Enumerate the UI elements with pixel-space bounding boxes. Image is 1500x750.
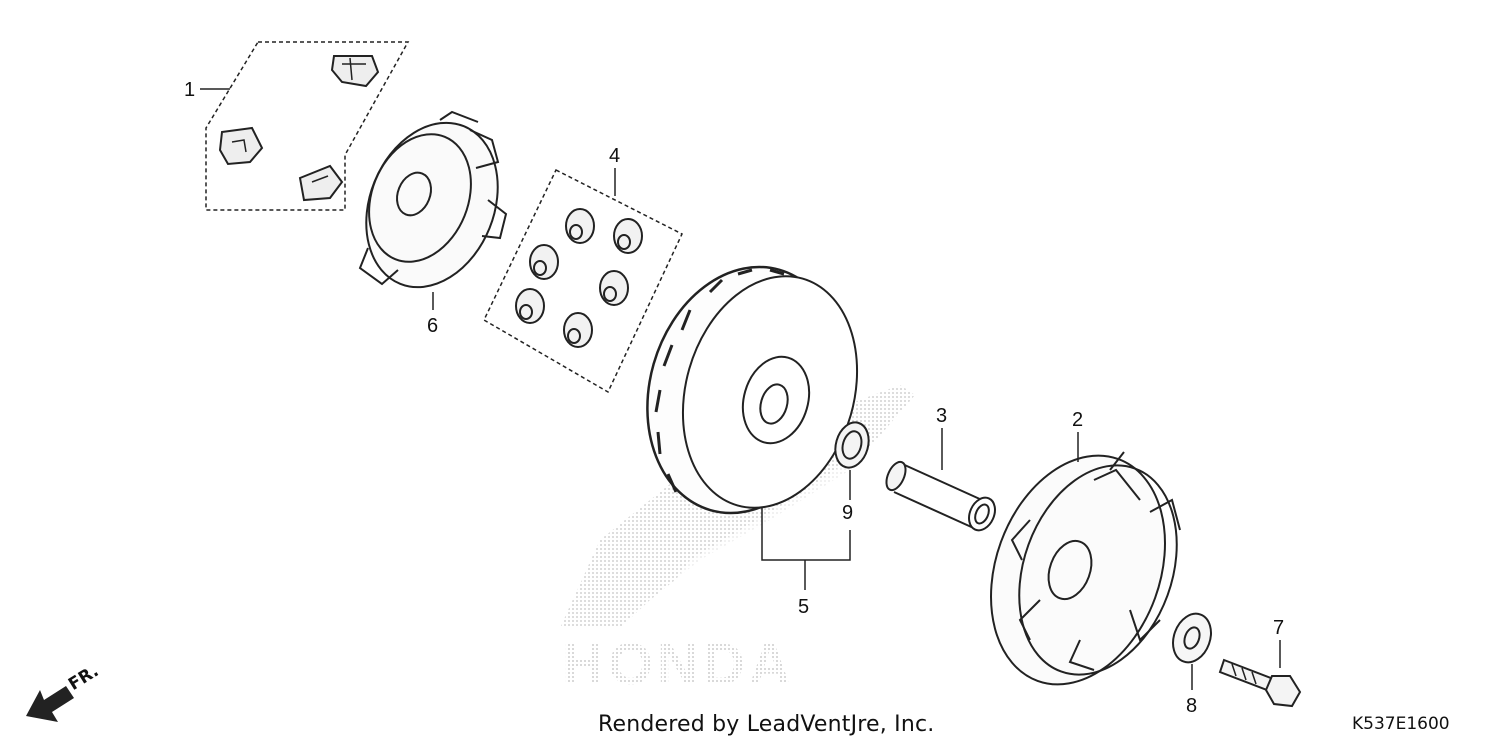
part-2-drive-pulley-fan — [990, 432, 1181, 686]
callout-7: 7 — [1273, 617, 1285, 639]
callout-5: 5 — [798, 596, 810, 618]
part-5-drive-face — [646, 265, 859, 590]
callout-9: 9 — [842, 502, 854, 524]
part-9-washer — [834, 421, 870, 500]
callout-6: 6 — [427, 315, 439, 337]
honda-wing-logo-inner — [640, 440, 880, 628]
callout-3: 3 — [936, 405, 948, 427]
callout-4: 4 — [609, 145, 621, 167]
part-6-ramp-plate — [358, 110, 508, 310]
part-4-weight-rollers — [483, 168, 683, 394]
part-7-flange-bolt — [1218, 640, 1302, 708]
part-1-slide-pieces — [200, 41, 410, 211]
part-3-collar — [885, 428, 996, 532]
diagram-code: K537E1600 — [1352, 714, 1450, 734]
part-8-washer — [1172, 612, 1212, 690]
callout-1: 1 — [184, 79, 196, 101]
callout-2: 2 — [1072, 409, 1084, 431]
honda-watermark-text: HONDA — [562, 632, 795, 697]
front-direction-arrow — [26, 686, 74, 722]
callout-8: 8 — [1186, 695, 1198, 717]
render-credit: Rendered by LeadVentJre, Inc. — [598, 712, 935, 737]
